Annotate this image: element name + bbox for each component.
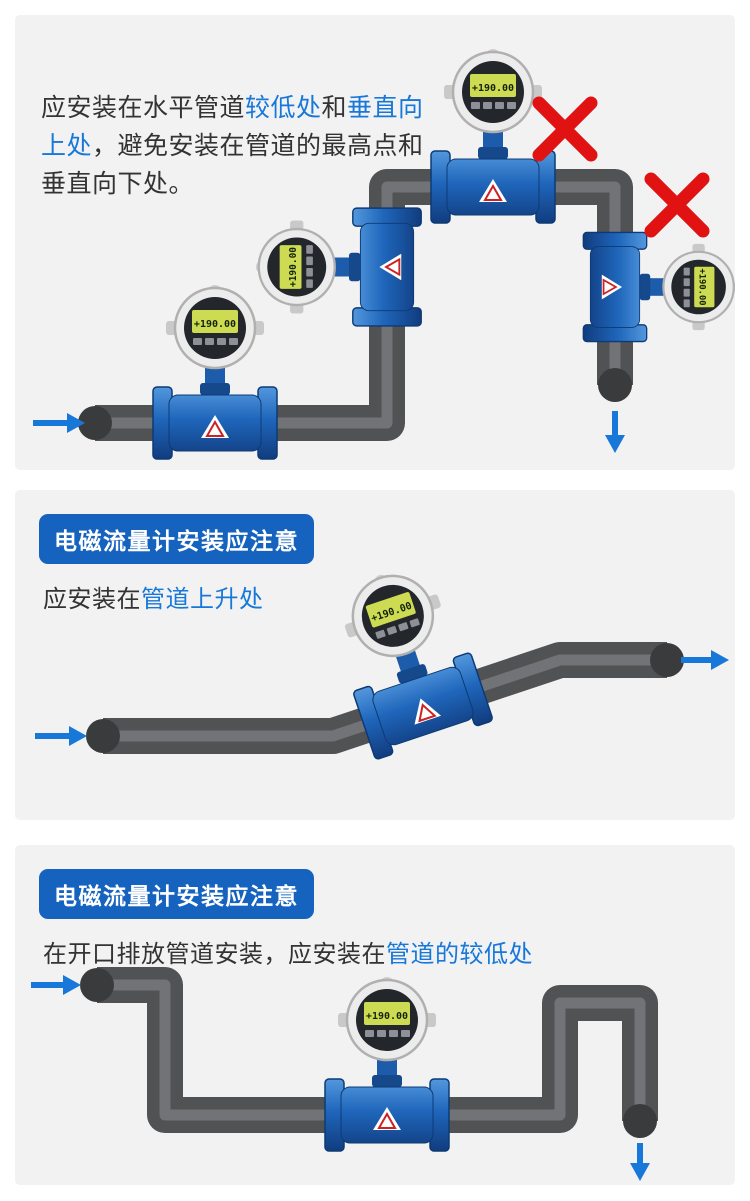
flow-in-arrow <box>33 413 85 433</box>
pipe-opening <box>650 643 684 677</box>
flowmeter-low-point <box>323 975 451 1153</box>
instruction-text: 应安装在管道上升处 <box>43 579 735 614</box>
flowmeter-vertical-up <box>254 206 423 328</box>
section-badge: 电磁流量计安装应注意 <box>39 869 314 919</box>
flow-down-arrow <box>605 411 625 453</box>
panel-horizontal-vertical-install: 应安装在水平管道较低处和垂直向上处，避免安装在管道的最高点和垂直向下处。 <box>15 15 735 470</box>
flowmeter-vertical-down-wrong <box>582 231 735 343</box>
note-text-highlight: 较低处 <box>245 94 322 122</box>
flow-out-arrow <box>681 650 729 670</box>
pipe-diagram-3 <box>31 967 658 1181</box>
pipe-opening <box>78 406 112 440</box>
pipe-opening <box>623 1104 657 1138</box>
wrong-installation-mark <box>644 172 710 238</box>
flow-down-arrow <box>630 1143 650 1181</box>
panel-open-discharge-install: 电磁流量计安装应注意 在开口排放管道安装，应安装在管道的较低处 <box>15 845 735 1185</box>
pipe-diagram-2 <box>35 554 729 762</box>
note-text-highlight: 垂直向上处 <box>41 94 424 160</box>
flowmeter-high-point-wrong <box>429 47 557 225</box>
pipe-highlight <box>97 979 646 1121</box>
flow-in-arrow <box>31 975 81 995</box>
section-badge: 电磁流量计安装应注意 <box>39 514 314 564</box>
pipe-diagram-1 <box>33 47 735 461</box>
note-text-highlight: 管道上升处 <box>141 586 264 613</box>
note-text: ，避免安装在管道的最高点和垂直向下处。 <box>41 132 424 198</box>
pipe-opening <box>598 368 632 402</box>
note-text-highlight: 管道的较低处 <box>386 941 533 968</box>
note-text: 应安装在 <box>43 586 141 613</box>
note-text: 和 <box>321 94 348 122</box>
note-text: 应安装在水平管道 <box>41 94 246 122</box>
wrong-installation-mark <box>532 96 598 162</box>
pipe-opening <box>86 719 120 753</box>
note-text: 在开口排放管道安装，应安装在 <box>43 941 386 968</box>
flow-in-arrow <box>35 726 87 746</box>
instruction-text: 应安装在水平管道较低处和垂直向上处，避免安装在管道的最高点和垂直向下处。 <box>41 89 425 203</box>
flowmeter-horizontal-low <box>151 283 279 461</box>
pipe-opening <box>80 968 114 1002</box>
instruction-text: 在开口排放管道安装，应安装在管道的较低处 <box>43 934 735 969</box>
panel-rising-pipe-install: 电磁流量计安装应注意 应安装在管道上升处 <box>15 490 735 820</box>
